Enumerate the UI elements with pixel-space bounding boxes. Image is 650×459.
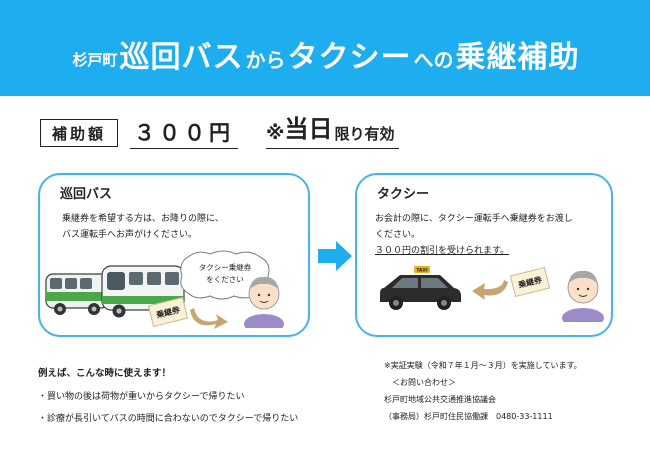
title-subsidy: 乗継補助 xyxy=(455,40,580,75)
bus-panel: 巡回バス 乗継券を希望する方は、お降りの際に、 バス運転手へお声がけください。 xyxy=(38,173,310,337)
bus-panel-line: 乗継券を希望する方は、お降りの際に、 xyxy=(62,214,224,224)
header-banner xyxy=(0,0,650,96)
example-item: ・買い物の後は荷物が重いからタクシーで帰りたい xyxy=(38,392,245,402)
taxi-icon: TAXI xyxy=(380,266,461,310)
note-mark: ※ xyxy=(266,122,285,144)
title-kara: から xyxy=(245,48,286,72)
taxi-panel-line: ３００円の割引を受けられます。 xyxy=(375,246,510,256)
taxi-panel-line: お会計の際に、タクシー運転手へ乗継券をお渡し xyxy=(375,214,573,224)
title-taxi: タクシー xyxy=(287,40,412,75)
taxi-panel-title: タクシー xyxy=(377,187,430,202)
bus-panel-title: 巡回バス xyxy=(60,187,113,202)
subsidy-note: ※ 当日 限り有効 xyxy=(266,115,399,149)
inquiry-heading: ＜お問い合わせ＞ xyxy=(392,378,456,387)
note-day: 当日 xyxy=(284,115,333,143)
title-route-bus: 巡回バス xyxy=(119,40,244,75)
taxi-panel: タクシー お会計の際に、タクシー運転手へ乗継券をお渡し ください。 ３００円の割… xyxy=(355,173,613,337)
council-name: 杉戸町地域公共交通推進協議会 xyxy=(384,395,496,404)
minibus-icon xyxy=(45,273,109,315)
bubble-line: をください xyxy=(206,275,244,284)
taxi-panel-text: お会計の際に、タクシー運転手へ乗継券をお渡し ください。 ３００円の割引を受けら… xyxy=(375,211,573,259)
person-icon xyxy=(562,270,604,322)
bus-panel-text: 乗継券を希望する方は、お降りの際に、 バス運転手へお声がけください。 xyxy=(62,211,224,243)
curved-arrow-icon xyxy=(190,308,228,329)
bus-panel-line: バス運転手へお声がけください。 xyxy=(62,230,198,240)
title-heno: への xyxy=(413,48,454,72)
arrow-right-icon xyxy=(318,241,352,271)
speech-bubble-text: タクシー乗継券 をください xyxy=(180,262,270,286)
subsidy-label: 補助額 xyxy=(40,119,118,147)
bubble-line: タクシー乗継券 xyxy=(198,263,252,272)
title-town: 杉戸町 xyxy=(72,51,118,69)
bus-icon xyxy=(101,265,185,318)
curved-arrow-icon xyxy=(472,280,508,300)
bus-illustration xyxy=(45,265,185,318)
example-item: ・診療が長引いてバスの時間に合わないのでタクシーで帰りたい xyxy=(38,414,299,424)
examples-title: 例えば、こんな時に使えます！ xyxy=(38,368,172,379)
trial-note: ※実証実験（令和７年１月～３月）を実施しています。 xyxy=(384,361,582,370)
taxi-sign: TAXI xyxy=(416,268,428,274)
note-rest: 限り有効 xyxy=(334,125,395,143)
page-title: 杉戸町 巡回バス から タクシー への 乗継補助 xyxy=(0,0,650,96)
person-icon xyxy=(244,276,284,328)
taxi-panel-line: ください。 xyxy=(375,230,421,240)
office-contact: （事務局）杉戸町住民協働課 0480-33-1111 xyxy=(384,412,553,421)
subsidy-amount: ３００円 xyxy=(130,115,238,149)
